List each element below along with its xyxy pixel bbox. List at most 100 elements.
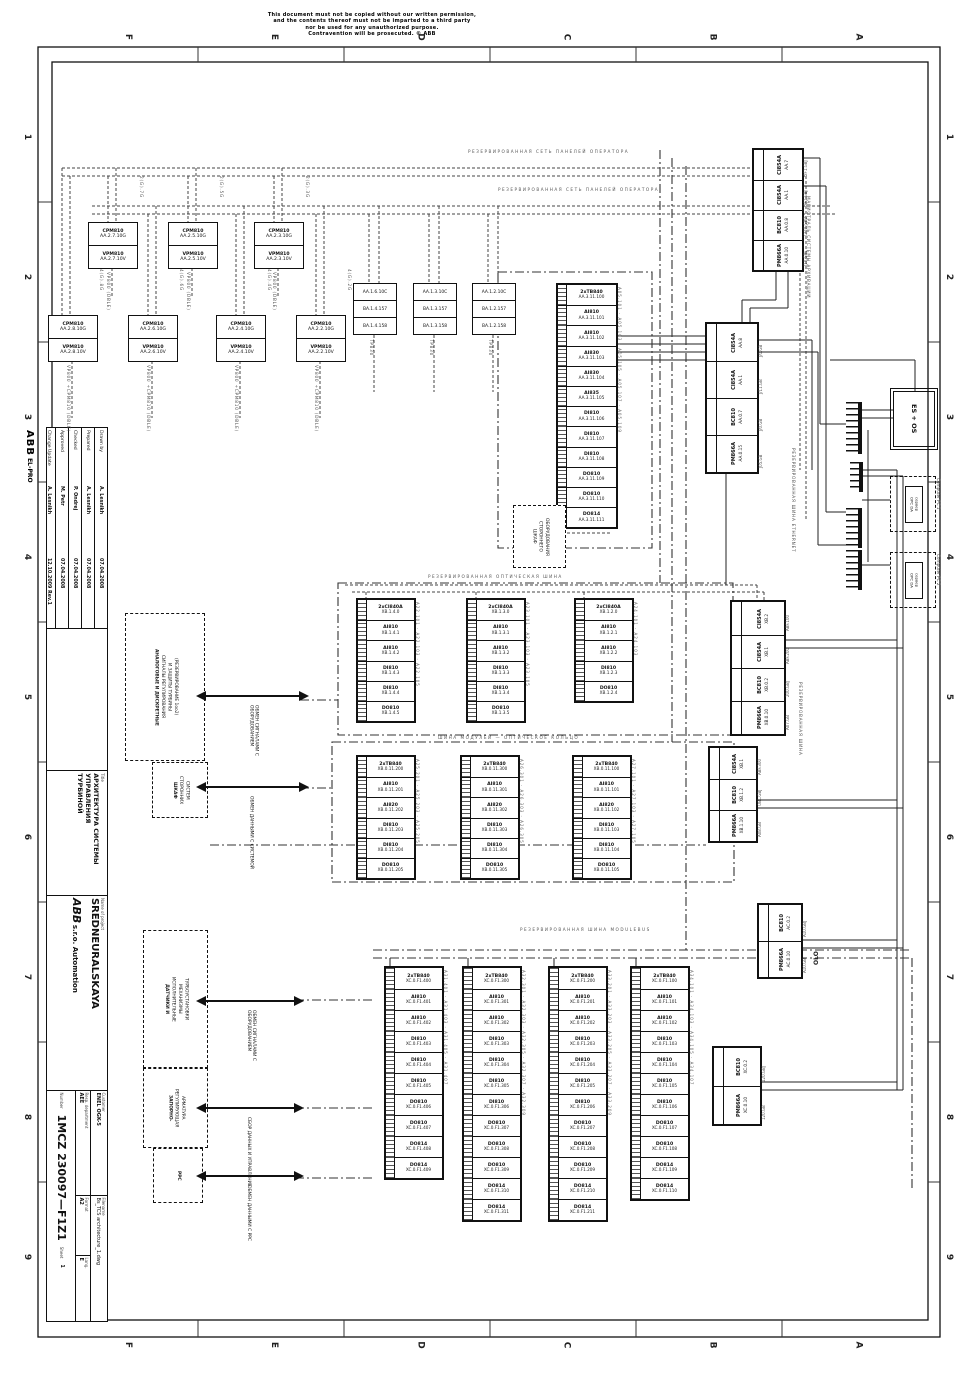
terminal-strip: [574, 777, 583, 798]
terminal-strip: [550, 1052, 559, 1073]
io-module-text: XB.0.11.102: [593, 806, 620, 812]
io-module-text: DI810: [574, 1078, 591, 1084]
terminal-strip: [468, 620, 477, 641]
controller-module-text: AA.0.15: [738, 445, 743, 462]
io-module-text: AI810: [657, 1015, 672, 1021]
io-module-text: XC.0.F1.206: [569, 1103, 596, 1109]
io-module-text: XB.0.11.101: [593, 786, 620, 792]
io-module-text: XC.0.F1.308: [483, 1145, 510, 1151]
zone-number: 6: [22, 833, 33, 841]
arrow-caption: ОБМЕН СИГНАЛАМИ С ОБОРУДОВАНИЕМ: [248, 705, 259, 756]
terminal-strip: [386, 968, 395, 989]
station-row: BA.1.4.158: [362, 323, 388, 329]
zone-letter: E: [269, 1341, 280, 1349]
controller-module-text: XC.0.10: [743, 1096, 748, 1114]
io-module-text: DI810: [598, 843, 615, 849]
controller-module-text: PM866A: [732, 814, 738, 837]
controller-module-text: PM866A: [736, 1093, 742, 1117]
note-text: ИСПОЛНИТЕЛЬНЫЕ: [170, 976, 176, 1022]
io-module-text: XC.0.F1.404: [405, 1061, 432, 1067]
io-module-text: 2xTB840: [483, 762, 506, 768]
io-module-text: XC.0.F1.304: [483, 1061, 510, 1067]
controller-module-text: AA.1: [738, 374, 743, 385]
terminal-strip: [358, 680, 367, 701]
controller-module-text: AA.8: [738, 337, 743, 348]
io-module-text: DO810: [655, 1141, 674, 1147]
io-module-text: XB.1.2.0: [599, 609, 618, 615]
io-module-text: AI810: [383, 645, 398, 651]
io-module-text: XC.0.F1.108: [651, 1145, 678, 1151]
io-module-text: XB.0.11.203: [377, 826, 404, 832]
terminal-strip: [462, 817, 471, 838]
abb-logo: ABB: [24, 430, 35, 456]
io-module-text: XC.0.F1.102: [651, 1019, 678, 1025]
io-module-text: DI810: [600, 665, 617, 671]
signal-exchange-arrow: [196, 690, 309, 703]
io-module-text: XC.0.F1.208: [569, 1145, 596, 1151]
io-module-text: DO810: [655, 1120, 674, 1126]
io-module-text: AI810: [487, 782, 502, 788]
io-module-text: DI810: [492, 686, 509, 692]
io-module-text: XC.0.F1.401: [405, 998, 432, 1004]
io-module-text: XC.0.F1.101: [651, 998, 678, 1004]
io-module-text: XC.0.F1.200: [569, 977, 596, 983]
io-module-text: AA.3.11.111: [578, 516, 605, 522]
zone-number: 8: [22, 1113, 33, 1121]
terminal-strip: [558, 487, 567, 508]
io-module-text: 2xTB840: [653, 973, 676, 979]
terminal-strip: [464, 1136, 473, 1157]
signal-exchange-arrow: [196, 995, 304, 1008]
opc-server-text: сервер: [914, 573, 920, 588]
controller-module-text: BC810: [777, 216, 783, 234]
terminal-strip: [358, 640, 367, 661]
bus-label: РЕЗЕРВИРОВАННАЯ ОПТИЧЕСКАЯ ШИНА: [428, 574, 563, 579]
terminal-strip: [464, 1178, 473, 1199]
terminal-strip: [632, 1115, 641, 1136]
terminal-strip: [558, 325, 567, 346]
io-cable-labels: A24.101 · A24.103: [633, 602, 638, 657]
io-module-text: XC.0.F1.211: [569, 1208, 596, 1214]
io-module-text: XB.1.4.5: [381, 710, 400, 716]
note-text: АНАЛОГОВЫЕ И ДИСКРЕТНЫЕ: [153, 648, 159, 726]
controller-module-text: AC.0.2: [786, 916, 791, 930]
